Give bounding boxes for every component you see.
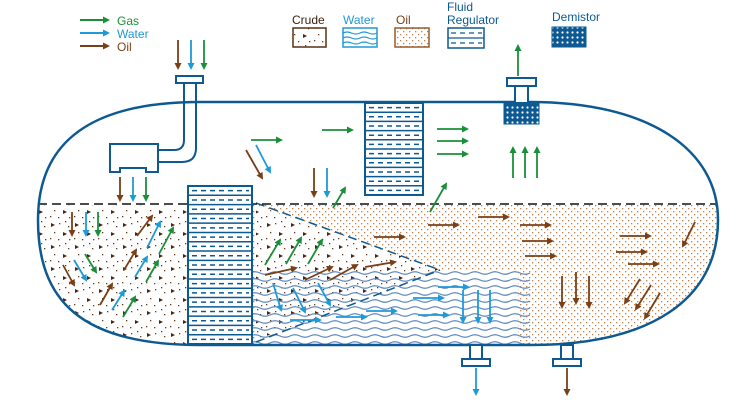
gas-flow-arrow bbox=[429, 182, 447, 213]
water-flow-arrow bbox=[292, 287, 306, 314]
oil-flow-arrow bbox=[329, 264, 359, 281]
legend-water-swatch bbox=[342, 27, 378, 48]
gas-flow-arrow bbox=[84, 253, 98, 274]
water-flow-arrow bbox=[146, 220, 161, 249]
legend-gas-label: Gas bbox=[117, 14, 139, 28]
oil-flow-arrow bbox=[304, 266, 334, 281]
legend-crude-label: Crude bbox=[292, 13, 325, 27]
oil-flow-arrow bbox=[62, 264, 75, 287]
oil-flow-arrow bbox=[682, 221, 696, 248]
oil-outlet bbox=[552, 344, 582, 367]
emulsion-boundary-lower bbox=[255, 269, 441, 343]
legend-demistor-swatch bbox=[551, 26, 587, 48]
water-wave bbox=[249, 278, 531, 282]
water-wave bbox=[249, 292, 531, 296]
water-wave bbox=[249, 320, 531, 324]
inlet-nozzle bbox=[109, 75, 204, 173]
oil-flow-arrow bbox=[623, 278, 641, 305]
legend-fluid-regulator-label-2: Regulator bbox=[447, 13, 499, 27]
water-wave bbox=[249, 299, 531, 303]
water-wave bbox=[249, 327, 531, 331]
water-flow-arrow bbox=[317, 282, 331, 307]
legend-oil-swatch-label: Oil bbox=[396, 13, 411, 27]
water-flow-arrow bbox=[73, 259, 88, 282]
gas-flow-arrow bbox=[307, 238, 324, 265]
vessel-interior bbox=[38, 205, 718, 345]
water-flow-arrow bbox=[255, 144, 271, 174]
oil-flow-arrow bbox=[136, 214, 154, 237]
legend-fluid-regulator-label-1: Fluid bbox=[447, 0, 473, 14]
oil-flow-arrow bbox=[264, 265, 298, 276]
oil-flow-arrow bbox=[643, 292, 661, 320]
legend-crude-swatch bbox=[292, 27, 327, 48]
oil-flow-arrow bbox=[364, 259, 397, 268]
vessel-shell bbox=[36, 100, 720, 347]
legend-arrows: Gas Water Oil bbox=[80, 14, 149, 54]
gas-flow-arrow bbox=[122, 295, 137, 318]
oil-flow-arrow bbox=[123, 248, 138, 271]
flow-arrows bbox=[62, 40, 696, 396]
gas-flow-arrow bbox=[264, 238, 282, 266]
legend-water-swatch-label: Water bbox=[343, 13, 375, 27]
water-outlet bbox=[461, 344, 491, 367]
legend-demistor-label: Demistor bbox=[552, 10, 600, 24]
gas-flow-arrow bbox=[285, 236, 302, 265]
water-wave bbox=[249, 285, 531, 289]
oil-flow-arrow bbox=[245, 149, 263, 180]
gas-flow-arrow bbox=[158, 226, 174, 255]
water-flow-arrow bbox=[111, 289, 126, 311]
legend-oil-swatch bbox=[394, 27, 430, 48]
legend-oil-label: Oil bbox=[117, 40, 132, 54]
legend-water-label: Water bbox=[117, 27, 149, 41]
water-flow-arrow bbox=[272, 282, 283, 312]
gas-outlet bbox=[506, 77, 537, 104]
fluid-regulator-gas bbox=[364, 102, 424, 196]
emulsion-boundary-upper bbox=[255, 202, 441, 271]
fluid-regulator-liquid bbox=[187, 185, 253, 345]
crude-zone-inlet bbox=[38, 205, 188, 345]
water-wave bbox=[249, 313, 531, 317]
legend-swatches: Crude Water Oil Fluid Regulator Demistor bbox=[292, 0, 600, 49]
water-wave bbox=[249, 306, 531, 310]
water-wave bbox=[249, 334, 531, 338]
oil-flow-arrow bbox=[634, 284, 652, 311]
water-flow-arrow bbox=[134, 255, 149, 278]
oil-flow-arrow bbox=[99, 282, 113, 306]
gas-flow-arrow bbox=[332, 186, 347, 209]
legend-fluid-regulator-swatch bbox=[447, 27, 485, 49]
demistor bbox=[503, 102, 540, 125]
water-layer bbox=[256, 270, 518, 345]
gas-flow-arrow bbox=[145, 259, 159, 283]
